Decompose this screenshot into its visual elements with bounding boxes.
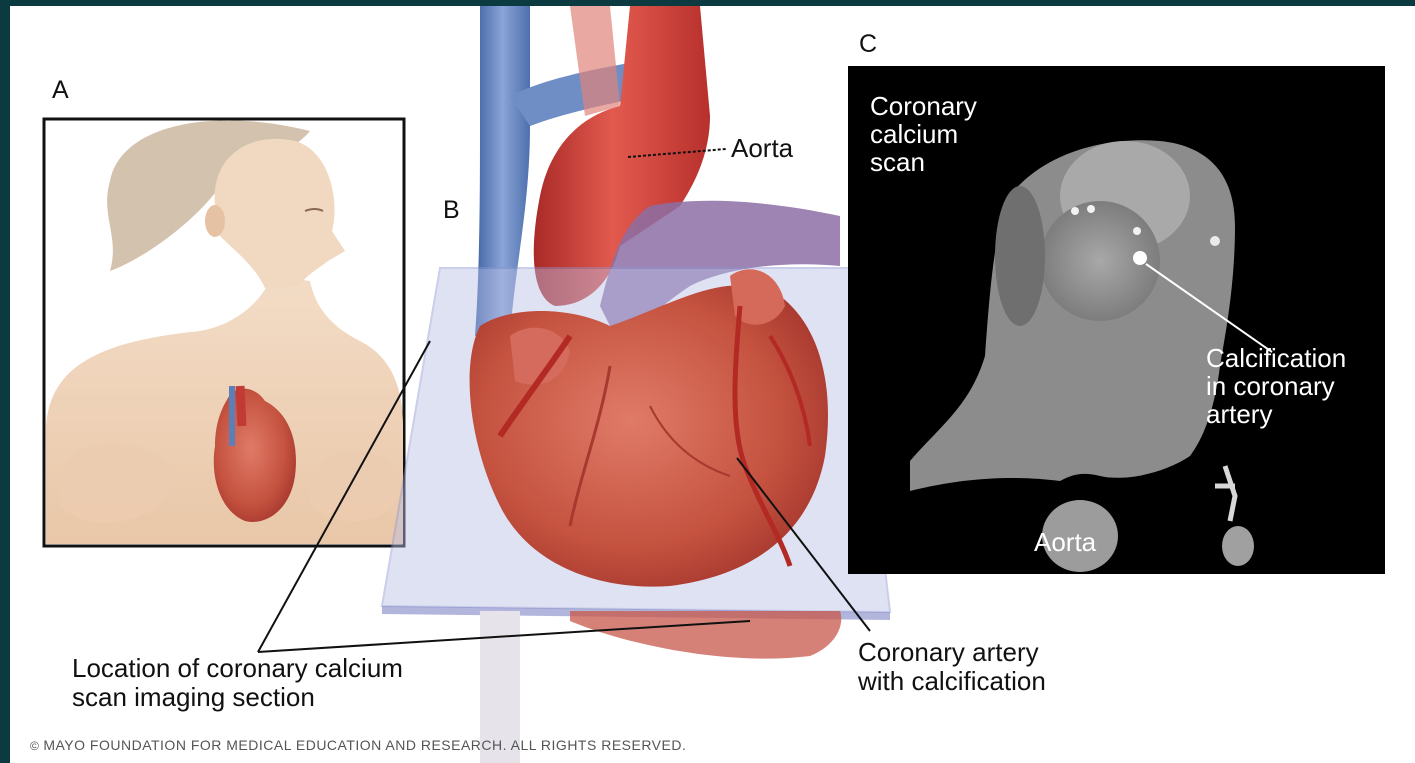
scan-title-label: Coronary calcium scan (870, 92, 977, 176)
small-aorta-shape (240, 386, 242, 426)
panel-a-illustration (44, 119, 404, 546)
scan-small-vessel (1222, 526, 1254, 566)
panel-label-a: A (52, 76, 69, 105)
scan-calcification-2 (1087, 205, 1095, 213)
scan-vena-cava (995, 186, 1045, 326)
aorta-label: Aorta (731, 134, 793, 163)
panel-label-b: B (443, 196, 460, 225)
copyright-symbol: © (30, 739, 39, 753)
panel-b-illustration (382, 6, 890, 763)
location-label: Location of coronary calcium scan imagin… (72, 654, 403, 712)
illustration (10, 6, 1415, 763)
scan-calcification-1 (1071, 207, 1079, 215)
scan-aorta-label: Aorta (1034, 528, 1096, 556)
copyright-text: MAYO FOUNDATION FOR MEDICAL EDUCATION AN… (43, 737, 686, 753)
scan-calcification-main (1133, 251, 1147, 265)
scan-calcification-4 (1210, 236, 1220, 246)
diagram-canvas: A B C Aorta Location of coronary calcium… (10, 6, 1415, 763)
coronary-artery-label: Coronary artery with calcification (858, 638, 1046, 696)
ear-shape (205, 205, 225, 237)
panel-label-c: C (859, 30, 877, 59)
copyright-notice: © MAYO FOUNDATION FOR MEDICAL EDUCATION A… (30, 737, 686, 753)
calcification-label: Calcification in coronary artery (1206, 344, 1346, 428)
scan-calcification-3 (1133, 227, 1141, 235)
heart-apex-below-plane (570, 611, 841, 659)
